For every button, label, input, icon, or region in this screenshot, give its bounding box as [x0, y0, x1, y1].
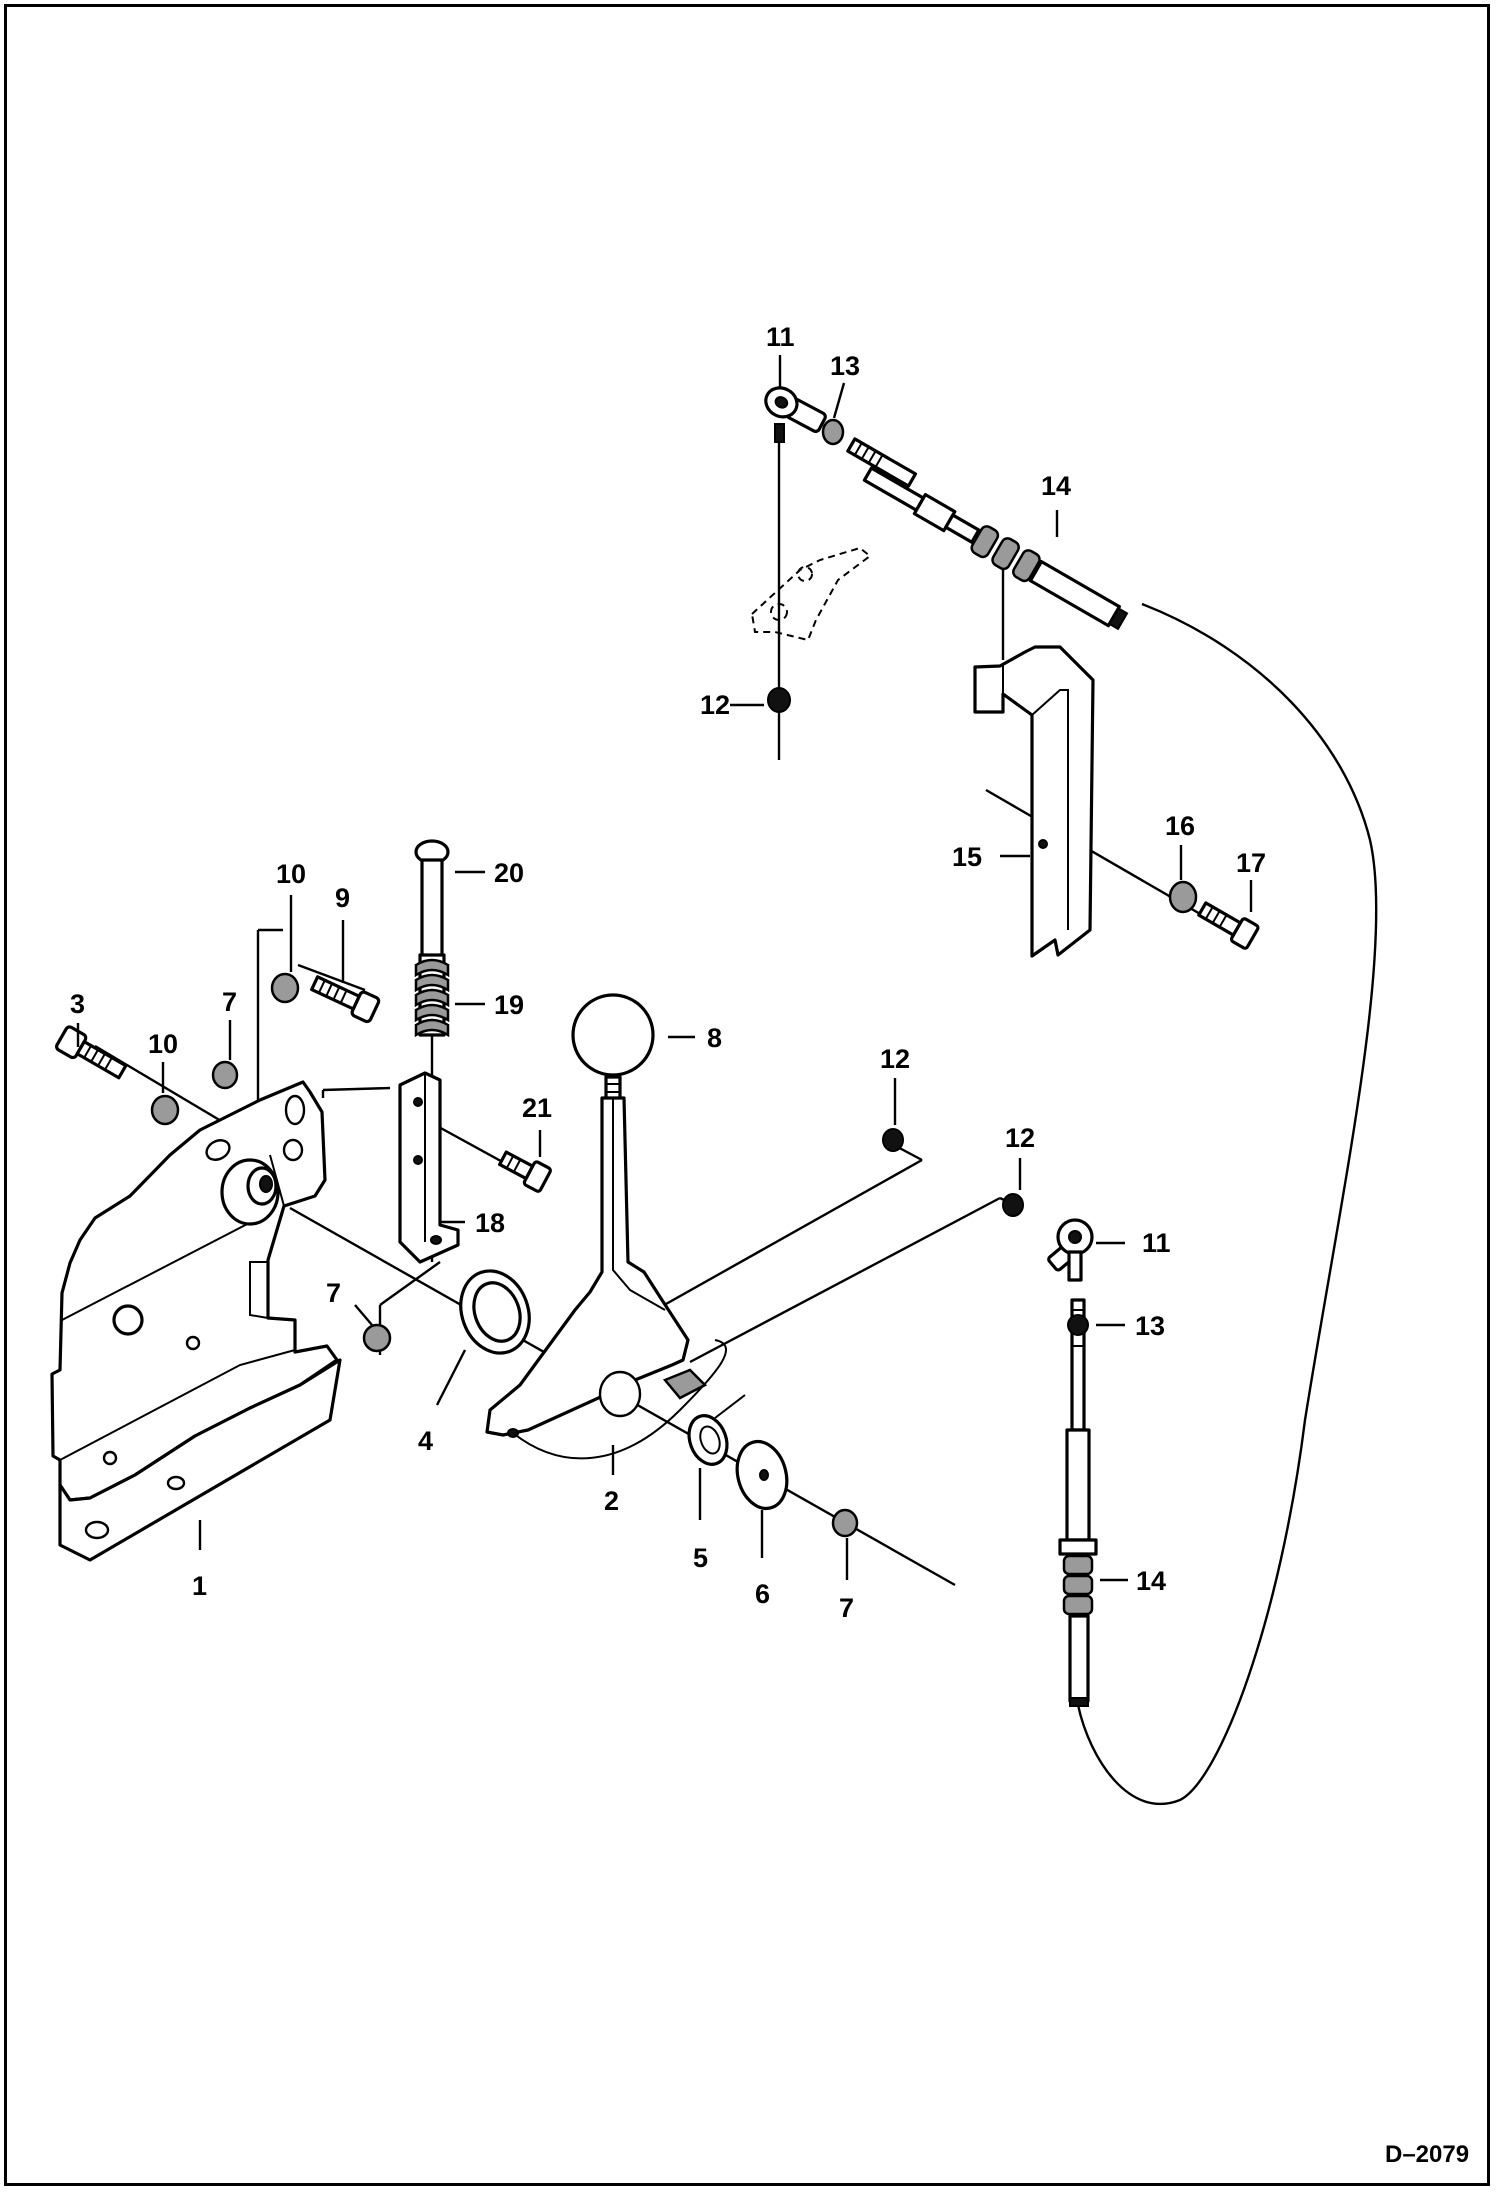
- page-frame: [4, 4, 1490, 2186]
- callout-labels: 11 13 14 12 15 16 17 20 10 9 19 3 7 10 8…: [70, 322, 1266, 1623]
- bolt-9: [310, 975, 381, 1024]
- callout-17: 17: [1236, 848, 1266, 878]
- callout-1: 1: [192, 1571, 207, 1601]
- callout-7-middle: 7: [326, 1278, 341, 1308]
- bolt-20: [414, 839, 450, 962]
- bushing-4: [459, 1269, 531, 1355]
- spring-19: [414, 953, 450, 1038]
- cable-bracket-15: [973, 645, 1095, 958]
- callout-8: 8: [707, 1023, 722, 1053]
- callout-2: 2: [604, 1486, 619, 1516]
- jam-nut-13-upper: [821, 418, 845, 446]
- callout-12-upper: 12: [700, 690, 730, 720]
- callout-10-lower: 10: [148, 1029, 178, 1059]
- spring-washer-5: [687, 1394, 746, 1466]
- callout-19: 19: [494, 990, 524, 1020]
- nut-7-upper: [211, 1060, 239, 1090]
- nut-10-upper: [270, 972, 300, 1004]
- figure-number: D–2079: [1385, 2141, 1469, 2168]
- callout-11-lower: 11: [1142, 1228, 1171, 1258]
- callout-20: 20: [494, 858, 524, 888]
- nut-12-right: [1002, 1193, 1024, 1217]
- stop-bracket-18: [398, 1071, 460, 1264]
- callout-3: 3: [70, 989, 85, 1019]
- callout-9: 9: [335, 883, 350, 913]
- rod-end-11-upper: [764, 386, 827, 443]
- bolt-21: [498, 1150, 552, 1193]
- control-cable-14: [846, 437, 1378, 1806]
- washer-6: [735, 1439, 789, 1511]
- washer-16: [1168, 880, 1198, 914]
- nut-7-middle: [362, 1323, 392, 1353]
- callout-18: 18: [475, 1208, 505, 1238]
- callout-7-lower: 7: [839, 1593, 854, 1623]
- callout-6: 6: [755, 1579, 770, 1609]
- callout-4: 4: [418, 1426, 433, 1456]
- mount-bracket-1: [50, 1080, 342, 1562]
- nut-12-upper: [767, 687, 791, 713]
- callout-14-upper: 14: [1041, 471, 1071, 501]
- bolt-17: [1197, 901, 1260, 950]
- rod-end-11-lower: [1047, 1218, 1094, 1282]
- callout-16: 16: [1165, 811, 1195, 841]
- callout-5: 5: [693, 1543, 708, 1573]
- callout-10-upper: 10: [276, 859, 306, 889]
- callout-7-upper: 7: [222, 987, 237, 1017]
- callout-13-lower: 13: [1135, 1311, 1165, 1341]
- nut-7-lower: [831, 1508, 859, 1538]
- callout-14-lower: 14: [1136, 1566, 1166, 1596]
- control-lever-2: [485, 1096, 727, 1460]
- bolt-3: [55, 1025, 128, 1080]
- callout-leaders: [76, 355, 1253, 1582]
- knob-8: [571, 993, 655, 1101]
- callout-12-middle: 12: [880, 1044, 910, 1074]
- engine-governor-arm: [750, 546, 872, 642]
- callout-12-right: 12: [1005, 1123, 1035, 1153]
- jam-nut-13-lower: [1067, 1314, 1089, 1336]
- callout-11-upper: 11: [766, 322, 795, 352]
- callout-15: 15: [952, 842, 982, 872]
- nut-12-middle: [882, 1128, 904, 1152]
- callout-13-upper: 13: [830, 351, 860, 381]
- nut-10-lower: [150, 1094, 180, 1126]
- callout-21: 21: [522, 1093, 552, 1123]
